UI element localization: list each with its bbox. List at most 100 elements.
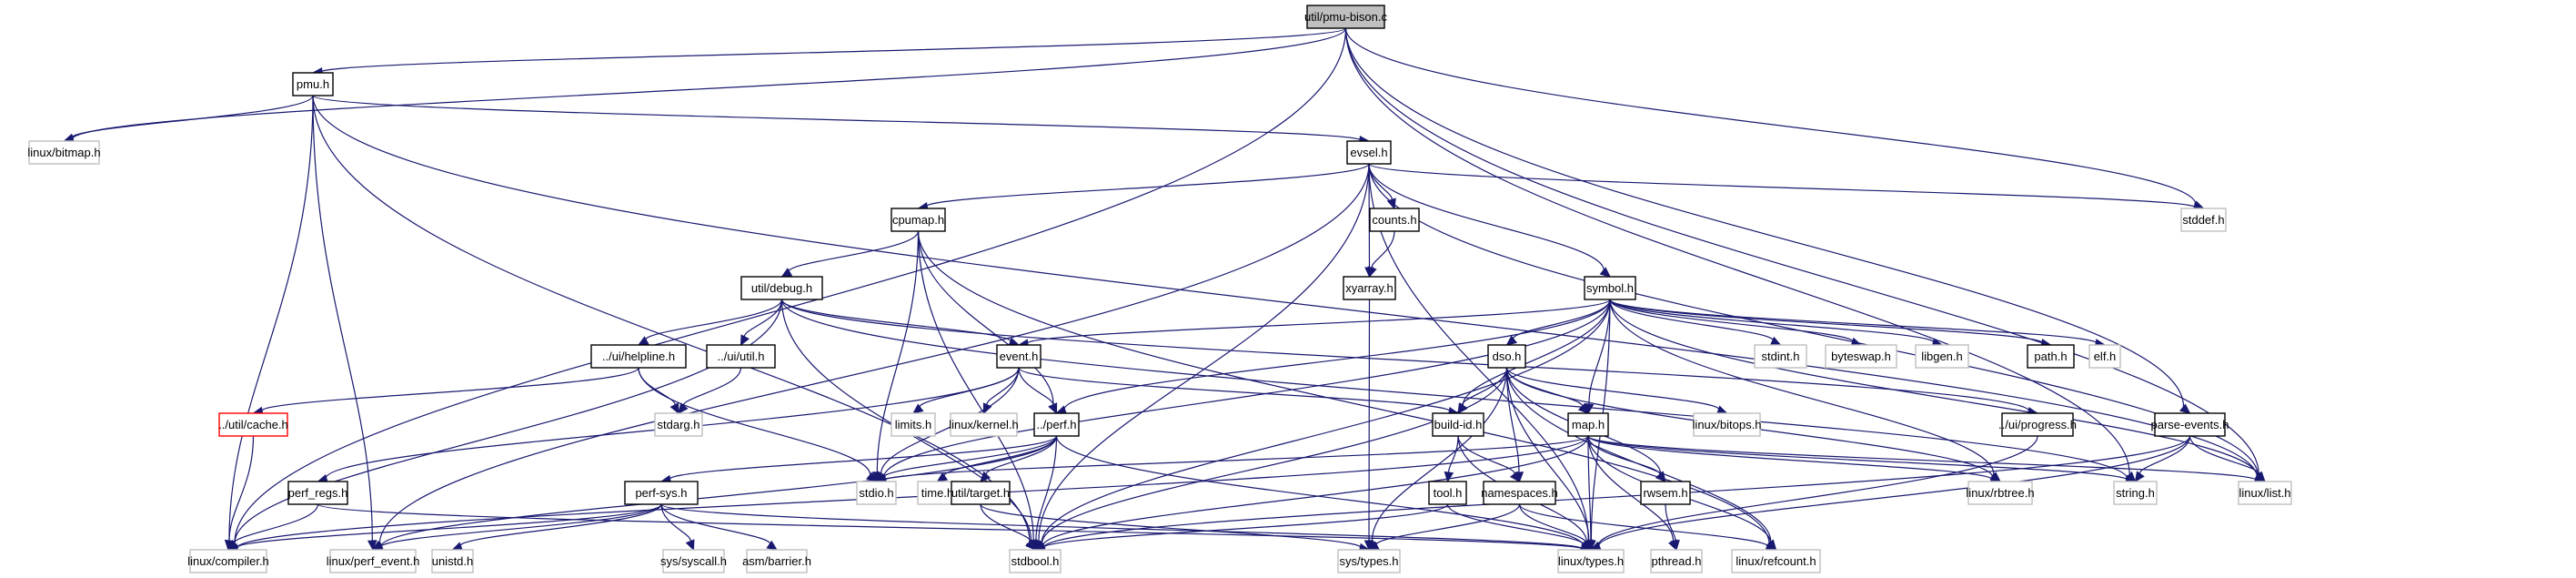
node-counts[interactable]: counts.h xyxy=(1369,208,1420,232)
node-box xyxy=(891,412,936,437)
node-box xyxy=(1009,549,1062,573)
node-tool[interactable]: tool.h xyxy=(1428,481,1467,505)
node-buildid[interactable]: build-id.h xyxy=(1432,412,1484,437)
node-parseevents[interactable]: parse-events.h xyxy=(2151,412,2229,437)
edge-symbol-to-event xyxy=(1017,299,1611,349)
arrowhead-icon xyxy=(980,471,991,482)
node-symbol[interactable]: symbol.h xyxy=(1584,276,1636,300)
edge-perfsys-to-barrier xyxy=(660,503,779,551)
node-label: linux/list.h xyxy=(2239,486,2290,500)
arrowhead-icon xyxy=(1766,539,1777,551)
node-label: stdint.h xyxy=(1762,350,1800,363)
edge-line xyxy=(1018,367,1451,412)
edge-debug-to-helpline xyxy=(637,299,783,346)
edge-line xyxy=(645,299,783,342)
edge-symbol-to-byteswap xyxy=(1609,299,1863,347)
edge-line xyxy=(1609,299,1774,342)
node-dso[interactable]: dso.h xyxy=(1487,344,1526,369)
node-label: linux/rbtree.h xyxy=(1966,486,2034,500)
node-perfsys[interactable]: perf-sys.h xyxy=(624,481,699,505)
node-box xyxy=(1967,481,2033,505)
node-box xyxy=(996,344,1041,369)
arrowhead-icon xyxy=(2134,471,2145,483)
node-box xyxy=(2238,481,2292,505)
node-box xyxy=(1640,481,1691,505)
node-label: stdarg.h xyxy=(658,418,700,431)
node-path[interactable]: path.h xyxy=(2027,344,2075,369)
edge-line xyxy=(1055,435,1585,547)
edge-line xyxy=(1513,299,1611,341)
node-cpumap[interactable]: cpumap.h xyxy=(891,208,946,232)
edge-line xyxy=(1344,27,2259,477)
edge-line xyxy=(780,299,2030,413)
node-label: dso.h xyxy=(1493,350,1522,363)
node-box xyxy=(287,481,348,505)
node-rwsem[interactable]: rwsem.h xyxy=(1640,481,1691,505)
node-label: util/pmu-bison.c xyxy=(1304,10,1388,24)
node-box xyxy=(1731,549,1821,573)
edge-line xyxy=(788,230,920,274)
edge-line xyxy=(1368,163,2259,478)
node-pmu-bison[interactable]: util/pmu-bison.c xyxy=(1304,5,1388,29)
edge-line xyxy=(1665,503,1676,543)
edge-line xyxy=(1462,367,1508,407)
edge-line xyxy=(780,299,2128,481)
edge-cpumap-to-stdio xyxy=(872,230,920,483)
node-libgen: libgen.h xyxy=(1915,344,1969,369)
edge-line xyxy=(917,230,1054,406)
edge-line xyxy=(317,503,1584,550)
edge-map-to-rbtree xyxy=(1587,435,2002,485)
node-xyarray[interactable]: xyarray.h xyxy=(1343,276,1396,300)
edge-line xyxy=(260,367,639,412)
node-perfregs[interactable]: perf_regs.h xyxy=(287,481,348,505)
node-cache: ../util/cache.h xyxy=(218,412,288,437)
edge-line xyxy=(917,230,1770,546)
node-map[interactable]: map.h xyxy=(1567,412,1609,437)
node-box xyxy=(28,140,100,165)
node-syscall: sys/syscall.h xyxy=(660,549,727,573)
node-target[interactable]: util/target.h xyxy=(951,481,1011,505)
edge-line xyxy=(459,503,662,548)
arrowhead-icon xyxy=(367,540,377,552)
node-list: linux/list.h xyxy=(2238,481,2292,505)
edge-parseevents-to-string xyxy=(2134,435,2191,483)
node-helpline[interactable]: ../ui/helpline.h xyxy=(590,344,687,369)
edge-line xyxy=(228,95,314,543)
node-box xyxy=(1428,481,1467,505)
arrowhead-icon xyxy=(1457,402,1467,415)
edge-line xyxy=(660,503,771,546)
edge-line xyxy=(1368,163,1393,201)
arrowhead-icon xyxy=(1585,540,1596,552)
node-label: stddef.h xyxy=(2182,213,2224,227)
edge-line xyxy=(2138,435,2191,475)
node-box xyxy=(891,208,946,232)
node-event[interactable]: event.h xyxy=(996,344,1041,369)
node-box xyxy=(1693,412,1761,437)
node-box xyxy=(2088,344,2121,369)
node-evsel[interactable]: evsel.h xyxy=(1346,140,1392,165)
node-box xyxy=(292,72,334,96)
node-label: parse-events.h xyxy=(2151,418,2229,431)
node-label: asm/barrier.h xyxy=(742,554,811,568)
edge-evsel-to-stddef xyxy=(1368,163,2205,213)
edge-line xyxy=(234,27,1347,545)
node-box xyxy=(624,481,699,505)
node-perfevent: linux/perf_event.h xyxy=(327,549,419,573)
edge-pmu-to-perfevent xyxy=(312,95,377,552)
node-box xyxy=(1754,344,1807,369)
node-box xyxy=(1483,481,1556,505)
edge-line xyxy=(378,163,1370,545)
node-uiutil[interactable]: ../ui/util.h xyxy=(706,344,776,369)
node-box xyxy=(1343,276,1396,300)
node-perf[interactable]: ../perf.h xyxy=(1033,412,1080,437)
edge-pmu-bison-to-parseevents xyxy=(1344,27,2191,414)
edge-line xyxy=(1041,367,1508,546)
node-namespaces[interactable]: namespaces.h xyxy=(1481,481,1558,505)
node-pmu[interactable]: pmu.h xyxy=(292,72,334,96)
edge-line xyxy=(71,95,314,139)
edge-pmu-bison-to-stddef xyxy=(1344,27,2205,210)
node-progress[interactable]: ../ui/progress.h xyxy=(1998,412,2077,437)
node-debug[interactable]: util/debug.h xyxy=(740,276,823,300)
node-box xyxy=(1432,412,1484,437)
node-box xyxy=(950,412,1018,437)
